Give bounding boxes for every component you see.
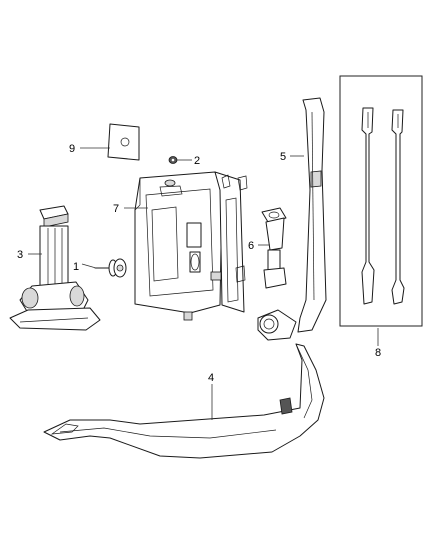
part-9-pad: [107, 123, 140, 161]
callout-4: 4: [208, 372, 214, 384]
part-4-cover: [43, 343, 325, 459]
callout-3: 3: [17, 249, 23, 261]
callout-9: 9: [69, 143, 75, 155]
leader-1: [81, 263, 97, 269]
callout-5: 5: [280, 151, 286, 163]
callout-labels: 9 2 7 3 1 6 5 8 4: [17, 143, 381, 384]
part-1-wing-bolt: [94, 258, 127, 278]
callout-2: 2: [194, 155, 200, 167]
part-2-fastener: [168, 156, 178, 164]
part-5-lug-wrench: [257, 97, 327, 341]
part-6-socket: [261, 207, 287, 289]
callout-7: 7: [113, 203, 119, 215]
callout-1: 1: [73, 261, 79, 273]
part-8-tool-set: [339, 75, 423, 327]
callout-8: 8: [375, 347, 381, 359]
part-3-jack: [9, 205, 101, 331]
part-7-bracket: [134, 171, 248, 321]
callout-6: 6: [248, 240, 254, 252]
leader-lines: [28, 147, 379, 420]
